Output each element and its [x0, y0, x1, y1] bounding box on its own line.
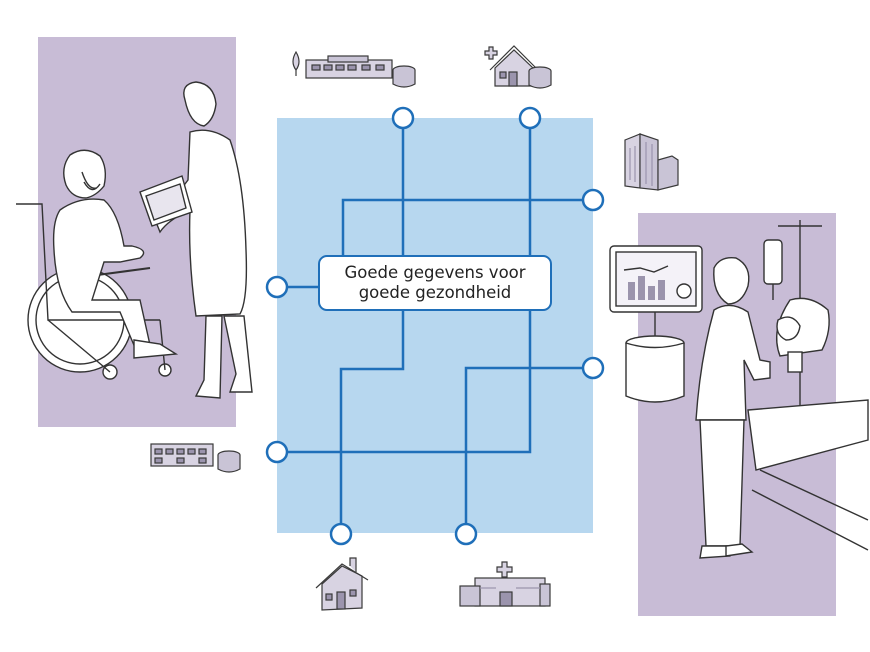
- line-right-lower: [464, 366, 593, 534]
- network-panel: [277, 118, 593, 533]
- node-left-lower: [265, 440, 289, 464]
- node-right-upper: [581, 188, 605, 212]
- network-lines: [280, 118, 593, 534]
- node-right-lower: [581, 356, 605, 380]
- seated-man: [52, 149, 179, 359]
- center-label-box: Goede gegevens voor goede gezondheid: [318, 255, 552, 311]
- house-icon: [315, 557, 369, 611]
- hospital-icon: [459, 561, 551, 607]
- node-top-left: [391, 106, 415, 130]
- node-bottom-left: [329, 522, 353, 546]
- node-top-right: [518, 106, 542, 130]
- network-nodes: [265, 106, 605, 546]
- node-bottom-right: [454, 522, 478, 546]
- hospital-scene: [609, 220, 869, 559]
- wheelchair-scene: [16, 81, 253, 399]
- center-label-line1: Goede gegevens voor: [344, 263, 526, 282]
- institution-icon: [292, 50, 416, 88]
- line-bottom-left: [339, 311, 405, 534]
- line-top-right: [280, 118, 532, 454]
- care-home-icon: [484, 45, 552, 89]
- center-label-line2: goede gezondheid: [358, 283, 512, 302]
- caregiver-standing: [155, 81, 253, 399]
- office-tower-icon: [624, 133, 679, 191]
- line-right-upper: [341, 198, 593, 258]
- node-left-upper: [265, 275, 289, 299]
- nurse: [695, 257, 771, 559]
- clinic-icon: [150, 443, 241, 473]
